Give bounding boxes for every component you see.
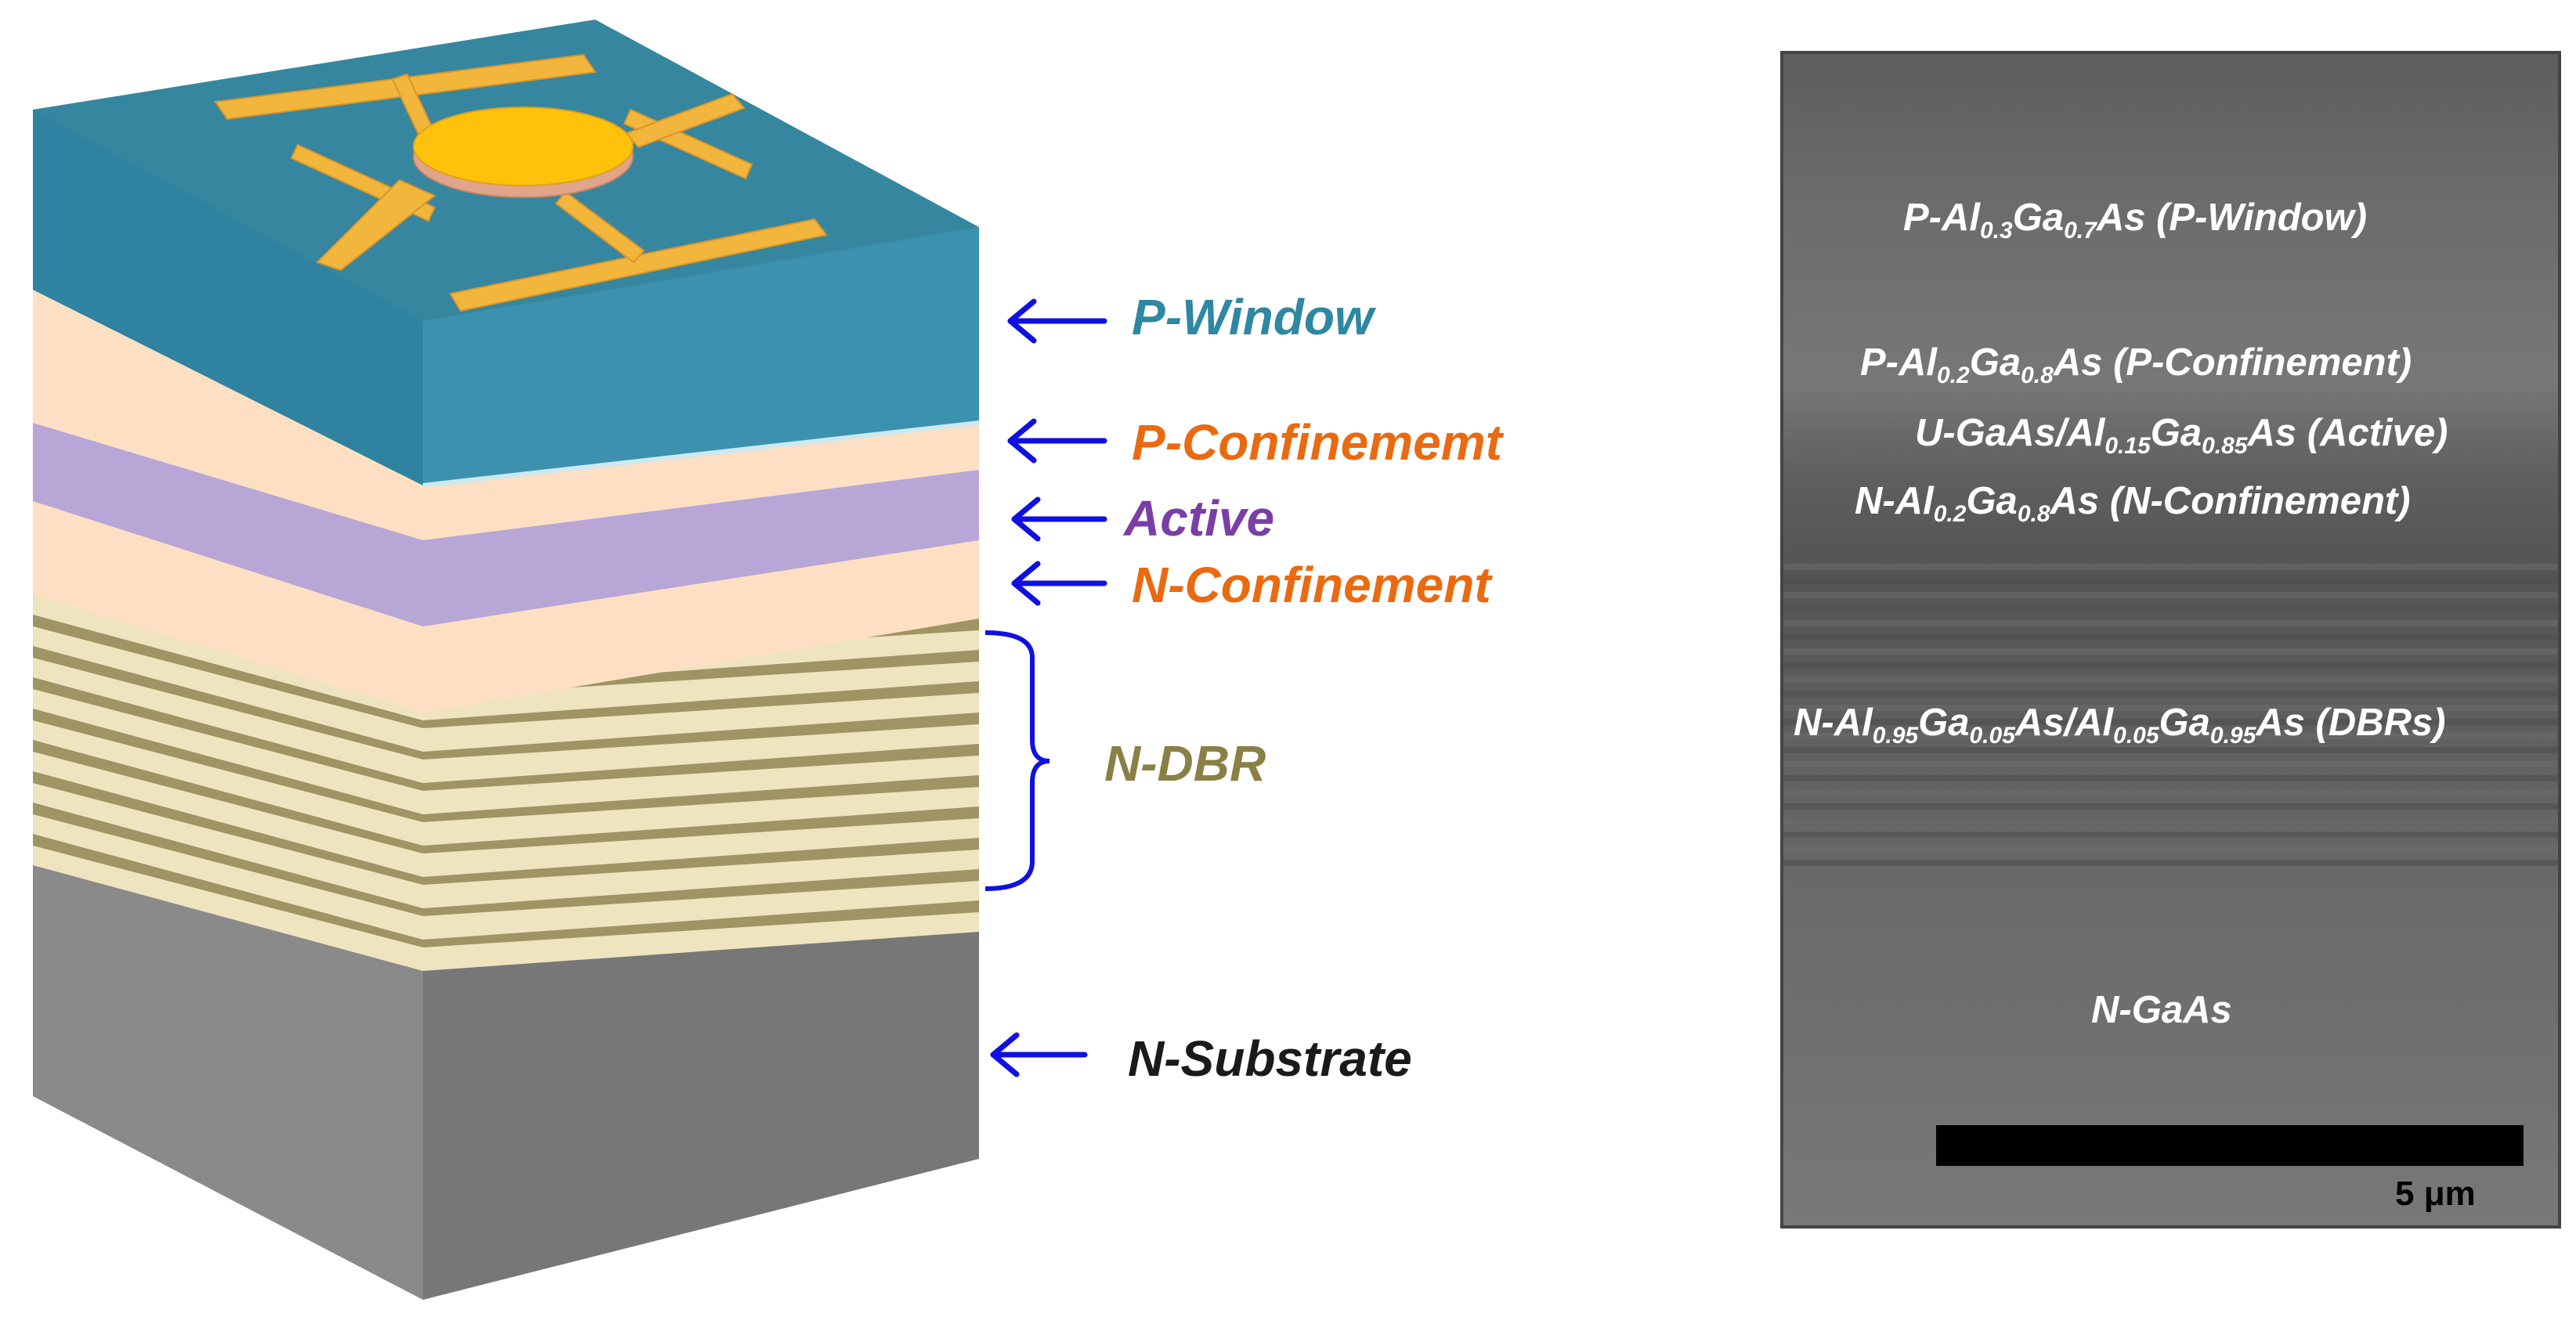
sem-dbr-stripe: [1783, 747, 2558, 753]
dbr-layer-light: [33, 830, 979, 971]
label-active: Active: [1124, 490, 1275, 547]
sem-image: [1780, 51, 2561, 1229]
scale-bar: [1936, 1125, 2524, 1166]
arrow-p-confinement: [1007, 418, 1107, 464]
left-arm: [316, 179, 436, 272]
sem-label-p-window: P-Al0.3Ga0.7As (P-Window): [1903, 197, 2368, 244]
p-window-left-face: [33, 110, 423, 485]
dbr-layer-light: [33, 642, 979, 783]
sem-dbr-stripe: [1783, 648, 2558, 655]
dbr-layer-light: [33, 611, 979, 752]
sem-dbr-stripe: [1783, 634, 2558, 640]
label-n-substrate: N-Substrate: [1128, 1030, 1412, 1087]
sem-label-active: U-GaAs/Al0.15Ga0.85As (Active): [1915, 412, 2448, 459]
sem-dbr-stripes: [1783, 564, 2558, 866]
sem-label-n-confinement: N-Al0.2Ga0.8As (N-Confinement): [1855, 480, 2411, 527]
arrows: [990, 298, 1107, 1077]
sem-dbr-stripe: [1783, 860, 2558, 866]
sem-dbr-stripe: [1783, 592, 2558, 598]
sem-label-p-confinement: P-Al0.2Ga0.8As (P-Confinement): [1860, 341, 2412, 388]
sem-dbr-stripe: [1783, 578, 2558, 584]
arrow-active: [1011, 496, 1107, 542]
label-n-dbr: N-DBR: [1104, 735, 1266, 792]
sem-dbr-stripe: [1783, 846, 2558, 852]
sem-dbr-stripe: [1783, 789, 2558, 796]
dbr-layer-light: [33, 799, 979, 940]
arrow-n-confinement: [1011, 561, 1107, 606]
sem-dbr-stripe: [1783, 719, 2558, 725]
sem-label-substrate: N-GaAs: [2091, 989, 2232, 1031]
right-arm: [625, 92, 746, 149]
sem-dbr-stripe: [1783, 705, 2558, 711]
sem-dbr-stripe: [1783, 803, 2558, 810]
dbr-layer-light: [33, 736, 979, 877]
sem-dbr-stripe: [1783, 620, 2558, 626]
lower-stem: [555, 190, 645, 264]
sem-dbr-stripe: [1783, 733, 2558, 739]
sem-dbr-stripe: [1783, 677, 2558, 683]
bottom-contact-bar: [449, 218, 828, 312]
dbr-layer-light: [33, 673, 979, 814]
scale-bar-label: 5 μm: [2395, 1174, 2476, 1213]
sem-dbr-stripe: [1783, 691, 2558, 697]
label-p-window: P-Window: [1132, 289, 1374, 345]
sem-dbr-stripe: [1783, 606, 2558, 612]
sem-dbr-stripe: [1783, 761, 2558, 767]
arrow-n-substrate: [990, 1032, 1088, 1077]
sem-label-dbr: N-Al0.95Ga0.05As/Al0.05Ga0.95As (DBRs): [1794, 702, 2446, 749]
arrow-p-window: [1007, 298, 1107, 344]
sem-dbr-stripe: [1783, 832, 2558, 838]
sem-dbr-stripe: [1783, 564, 2558, 570]
sem-dbr-stripe: [1783, 662, 2558, 669]
label-p-confinement: P-Confinememt: [1132, 414, 1502, 471]
sem-dbr-stripe: [1783, 775, 2558, 781]
dbr-layer-light: [33, 705, 979, 846]
contact-pad: [413, 106, 634, 186]
dbr-layer-light: [33, 579, 979, 720]
label-n-confinement: N-Confinement: [1132, 557, 1491, 613]
dbr-bracket: [985, 630, 1050, 891]
dbr-layer-light: [33, 767, 979, 908]
gold-contact: [214, 53, 828, 312]
sem-dbr-stripe: [1783, 817, 2558, 824]
